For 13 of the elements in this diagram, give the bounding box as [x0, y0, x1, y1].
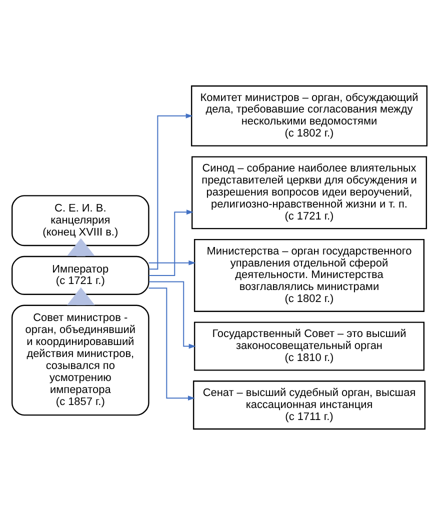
- node-box: Сенат – высший судебный орган, высшая кассационная инстанция (с 1711 г.): [192, 380, 426, 430]
- arrow: [148, 112, 193, 270]
- arrow: [148, 280, 196, 348]
- node-box: Комитет министров – орган, обсуждающий дела, требовавшие согласования между несколькими ведомостями (с 1802 г.): [190, 84, 428, 146]
- arrow: [148, 260, 196, 265]
- node-box: С. Е. И. В. канцелярия (конец XVIII в.): [12, 194, 150, 246]
- node-box: Совет министров - орган, объединявший и координировавший действия министров, созывался по усмотрению императора (с 1857 г.): [12, 304, 150, 416]
- arrow: [148, 209, 194, 276]
- node-box: Министерства – орган государственного управления отдельной сферой деятельности. Министерства возглавлялись министрами (с 1802 г.): [194, 238, 425, 312]
- node-box: Император (с 1721 г.): [12, 255, 150, 294]
- arrow: [148, 287, 195, 400]
- node-box: Государственный Совет – это высший законосовещательный орган (с 1810 г.): [194, 321, 425, 370]
- node-box: Синод – собрание наиболее влиятельных представителей церкви для обсуждения и разрешения вопросов идеи вероучений, религиозно-нравственной жизни и т. п. (с 1721 г.): [191, 156, 427, 229]
